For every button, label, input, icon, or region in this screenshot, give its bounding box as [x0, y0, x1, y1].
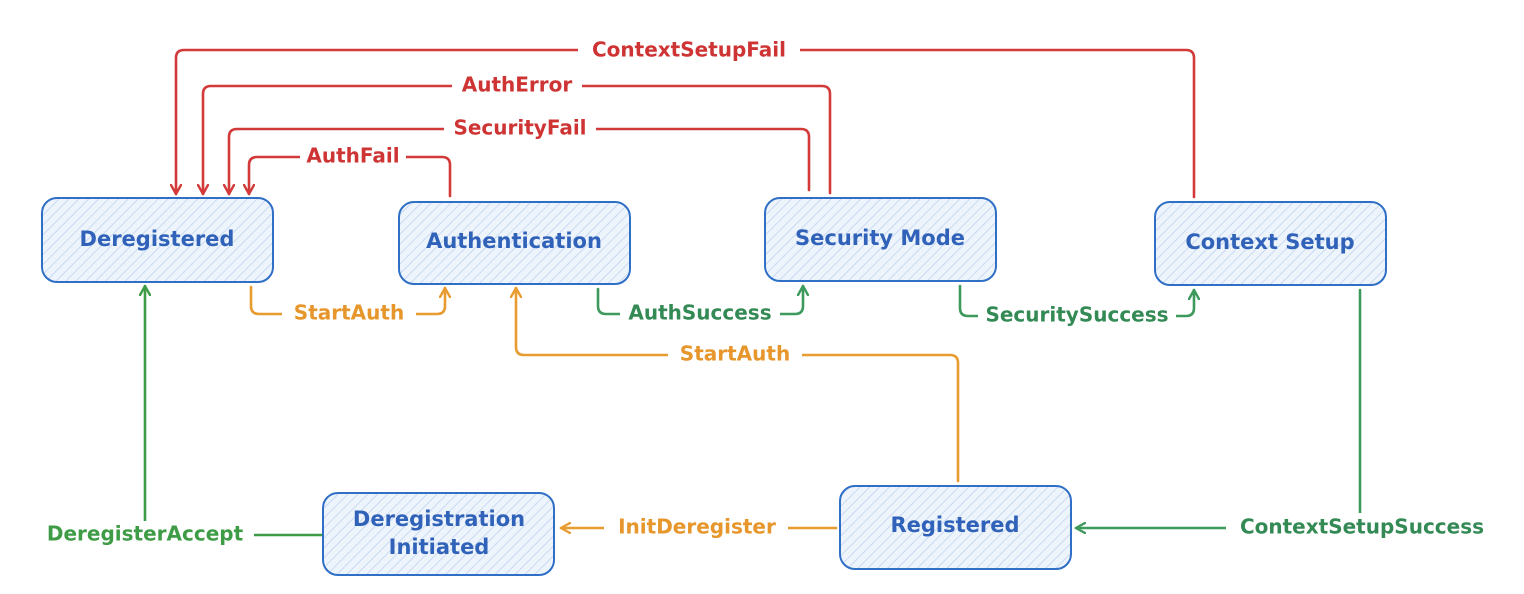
edge-label-auth-fail: AuthFail: [306, 144, 399, 168]
edge-start-auth-1: StartAuth: [249, 285, 445, 327]
edge-context-setup-success: ContextSetupSuccess: [1074, 288, 1498, 543]
state-security-mode[interactable]: Security Mode: [764, 197, 997, 282]
state-context-setup[interactable]: Context Setup: [1154, 201, 1387, 286]
state-label-deregistered: Deregistered: [80, 227, 235, 251]
edge-context-setup-fail: ContextSetupFail: [176, 38, 1196, 199]
state-deregistered[interactable]: Deregistered: [41, 197, 274, 283]
edge-deregister-accept: DeregisterAccept: [36, 284, 324, 549]
state-authentication[interactable]: Authentication: [398, 201, 631, 285]
state-deregistration-initiated[interactable]: Deregistration Initiated: [322, 492, 555, 576]
edge-init-deregister: InitDeregister: [559, 515, 838, 541]
state-registered[interactable]: Registered: [839, 485, 1072, 570]
edge-label-init-deregister: InitDeregister: [618, 515, 776, 539]
edge-label-auth-success: AuthSuccess: [628, 301, 771, 325]
state-label-context-setup: Context Setup: [1185, 230, 1354, 254]
edge-auth-fail: AuthFail: [249, 144, 452, 198]
edge-label-context-setup-fail: ContextSetupFail: [592, 38, 786, 62]
edge-label-security-success: SecuritySuccess: [985, 303, 1168, 327]
edge-label-deregister-accept: DeregisterAccept: [47, 522, 244, 546]
edge-security-fail: SecurityFail: [229, 116, 811, 196]
state-label-registered: Registered: [890, 513, 1019, 537]
edge-label-start-auth-2: StartAuth: [680, 342, 790, 366]
edge-label-context-setup-success: ContextSetupSuccess: [1240, 515, 1484, 539]
edge-label-security-fail: SecurityFail: [453, 116, 586, 140]
state-label-authentication: Authentication: [426, 229, 602, 253]
edge-start-auth-2: StartAuth: [516, 286, 960, 483]
edge-security-success: SecuritySuccess: [958, 284, 1194, 329]
edge-label-start-auth-1: StartAuth: [294, 301, 404, 325]
edge-auth-success: AuthSuccess: [596, 284, 803, 327]
edge-label-auth-error: AuthError: [462, 73, 573, 97]
state-label-deregistration-initiated-line2: Initiated: [389, 535, 490, 559]
edge-auth-error: AuthError: [203, 73, 832, 196]
state-label-security-mode: Security Mode: [795, 226, 965, 250]
state-label-deregistration-initiated-line1: Deregistration: [353, 507, 525, 531]
